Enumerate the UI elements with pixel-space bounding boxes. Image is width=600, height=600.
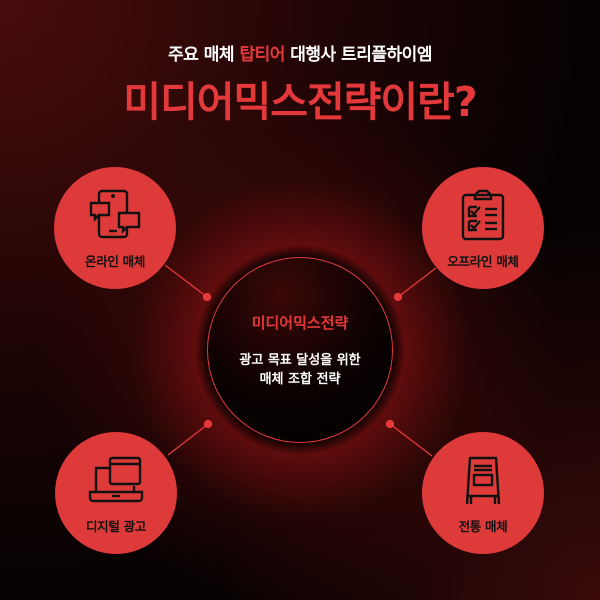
node-label: 온라인 매체 — [84, 253, 146, 269]
connector-dot — [393, 292, 403, 302]
connector-dot — [203, 419, 213, 429]
a-frame-sign-icon — [465, 456, 501, 504]
node-label: 디지털 광고 — [85, 518, 147, 534]
connector-digital — [167, 423, 209, 456]
node-traditional-media: 전통 매체 — [422, 432, 544, 554]
connector-dot — [202, 292, 212, 302]
clipboard-checklist-icon — [461, 189, 505, 240]
center-title: 미디어믹스전략 — [251, 313, 349, 332]
node-offline-media: 오프라인 매체 — [422, 167, 544, 289]
subtitle-text: 주요 매체 — [168, 45, 240, 65]
page-title: 미디어믹스전략이란? — [123, 78, 477, 126]
node-digital-ads: 디지털 광고 — [55, 432, 177, 554]
node-online-media: 온라인 매체 — [54, 167, 176, 289]
center-desc-line1: 광고 목표 달성을 위한 — [239, 352, 361, 368]
connector-offline — [397, 267, 437, 298]
tablet-chat-icon — [89, 189, 141, 238]
connector-dot — [385, 419, 395, 429]
center-circle: 미디어믹스전략 광고 목표 달성을 위한 매체 조합 전략 — [207, 257, 393, 443]
laptop-browser-icon — [88, 456, 144, 502]
node-label: 전통 매체 — [458, 518, 508, 534]
subtitle-text-end: 대행사 트리플하이엠 — [284, 45, 432, 65]
center-desc-line2: 매체 조합 전략 — [259, 371, 341, 387]
node-label: 오프라인 매체 — [447, 253, 519, 269]
subtitle-highlight: 탑티어 — [239, 45, 285, 65]
connector-traditional — [389, 423, 433, 457]
subtitle: 주요 매체 탑티어 대행사 트리플하이엠 — [0, 40, 600, 65]
connector-online — [164, 264, 208, 298]
